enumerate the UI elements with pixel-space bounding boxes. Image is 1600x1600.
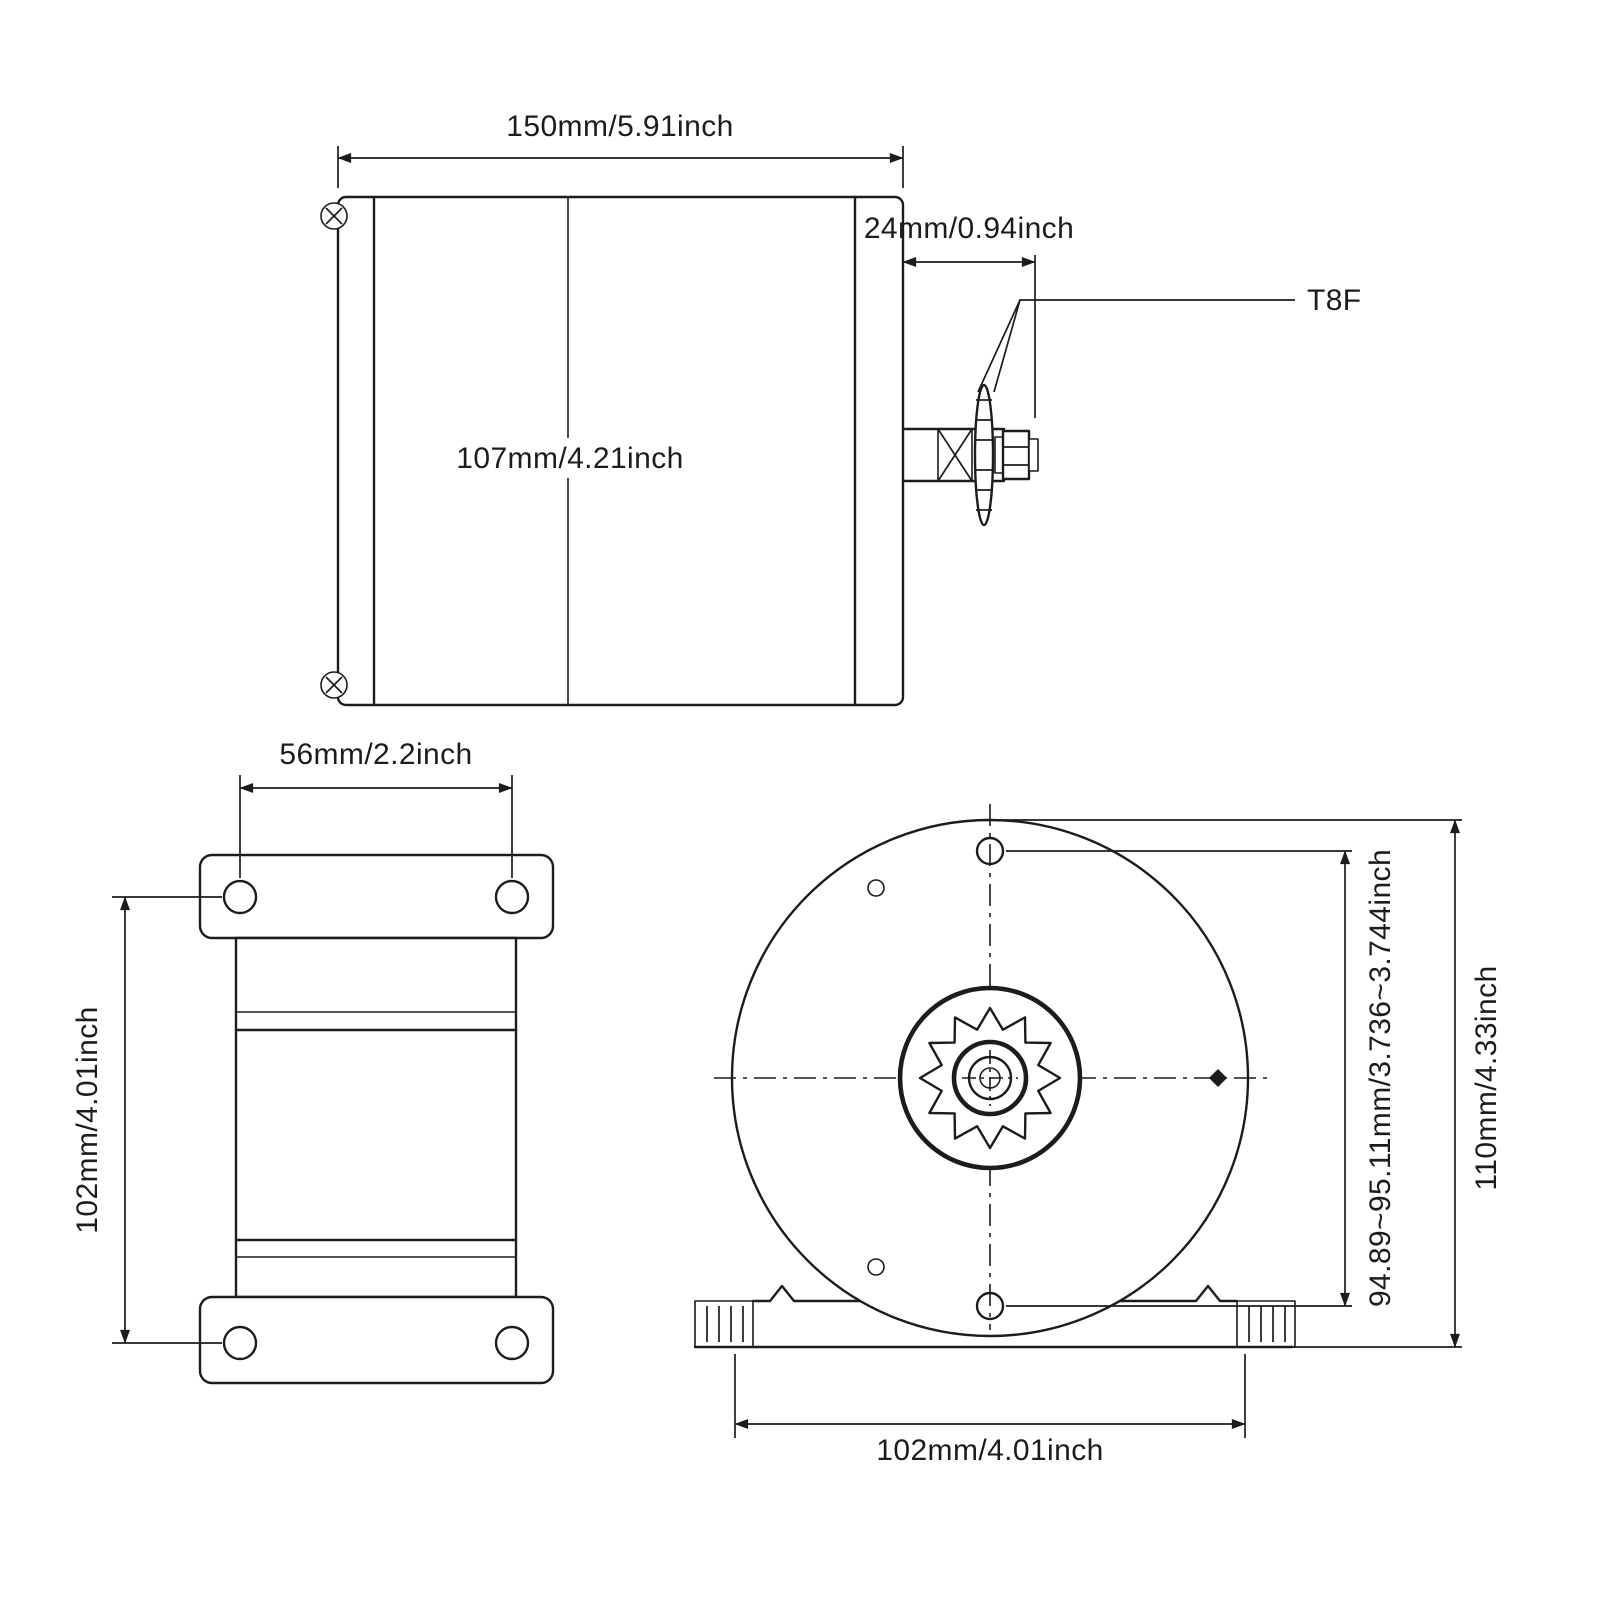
dim-bolt-span: 94.89~95.11mm/3.736~3.744inch: [1006, 849, 1397, 1307]
mount-screw-bottom-icon: [320, 671, 348, 699]
dim-shaft-length: 24mm/0.94inch: [864, 212, 1074, 418]
shaft-end: [1028, 438, 1039, 472]
mounting-base: [693, 1284, 1296, 1349]
base-foot-right: [1236, 1300, 1296, 1348]
dim-motor-width: 150mm/5.91inch: [337, 110, 904, 188]
bracket-body: [234, 936, 518, 1299]
bracket-hole-bottom-right: [494, 1325, 530, 1361]
bracket-bottom-flange: [198, 1295, 555, 1385]
mount-screw-top-icon: [320, 202, 348, 230]
front-base-width-label: 102mm/4.01inch: [876, 1434, 1103, 1467]
motor-shaft: [901, 383, 1039, 527]
bolt-hole-top: [975, 836, 1005, 866]
dim-diameter: 110mm/4.33inch: [1002, 819, 1503, 1348]
sprocket-callout: T8F: [977, 284, 1362, 393]
dim-base-width: 102mm/4.01inch: [734, 1354, 1246, 1467]
dim-bracket-height: 102mm/4.01inch: [71, 896, 222, 1344]
screw-hole-lower-left: [867, 1258, 885, 1276]
side-body-label: 107mm/4.21inch: [456, 442, 683, 475]
bracket-view: [198, 853, 555, 1385]
marker-right: [1209, 1069, 1227, 1087]
bracket-hole-spacing-label: 56mm/2.2inch: [279, 738, 472, 771]
sprocket-front: [897, 985, 1083, 1171]
shaft-key-section: [937, 428, 973, 482]
front-diameter-label: 110mm/4.33inch: [1470, 965, 1503, 1190]
bracket-hole-top-right: [494, 879, 530, 915]
sprocket-edge: [973, 383, 995, 527]
bracket-hole-bottom-left: [222, 1325, 258, 1361]
shaft-nut: [1001, 429, 1031, 481]
sprocket-type-label: T8F: [1307, 284, 1362, 317]
bracket-height-label: 102mm/4.01inch: [71, 1006, 104, 1233]
bracket-top-flange: [198, 853, 555, 940]
dim-bracket-hole-spacing: 56mm/2.2inch: [239, 738, 513, 878]
bracket-hole-top-left: [222, 879, 258, 915]
shaft-length-label: 24mm/0.94inch: [864, 212, 1074, 245]
side-width-label: 150mm/5.91inch: [506, 110, 733, 143]
front-bolt-span-label: 94.89~95.11mm/3.736~3.744inch: [1364, 849, 1397, 1307]
base-foot-left: [694, 1300, 754, 1348]
motor-front-view: [693, 804, 1296, 1349]
bolt-hole-bottom: [975, 1291, 1005, 1321]
screw-hole-upper-left: [867, 879, 885, 897]
dim-motor-body-height: 107mm/4.21inch: [415, 438, 725, 478]
